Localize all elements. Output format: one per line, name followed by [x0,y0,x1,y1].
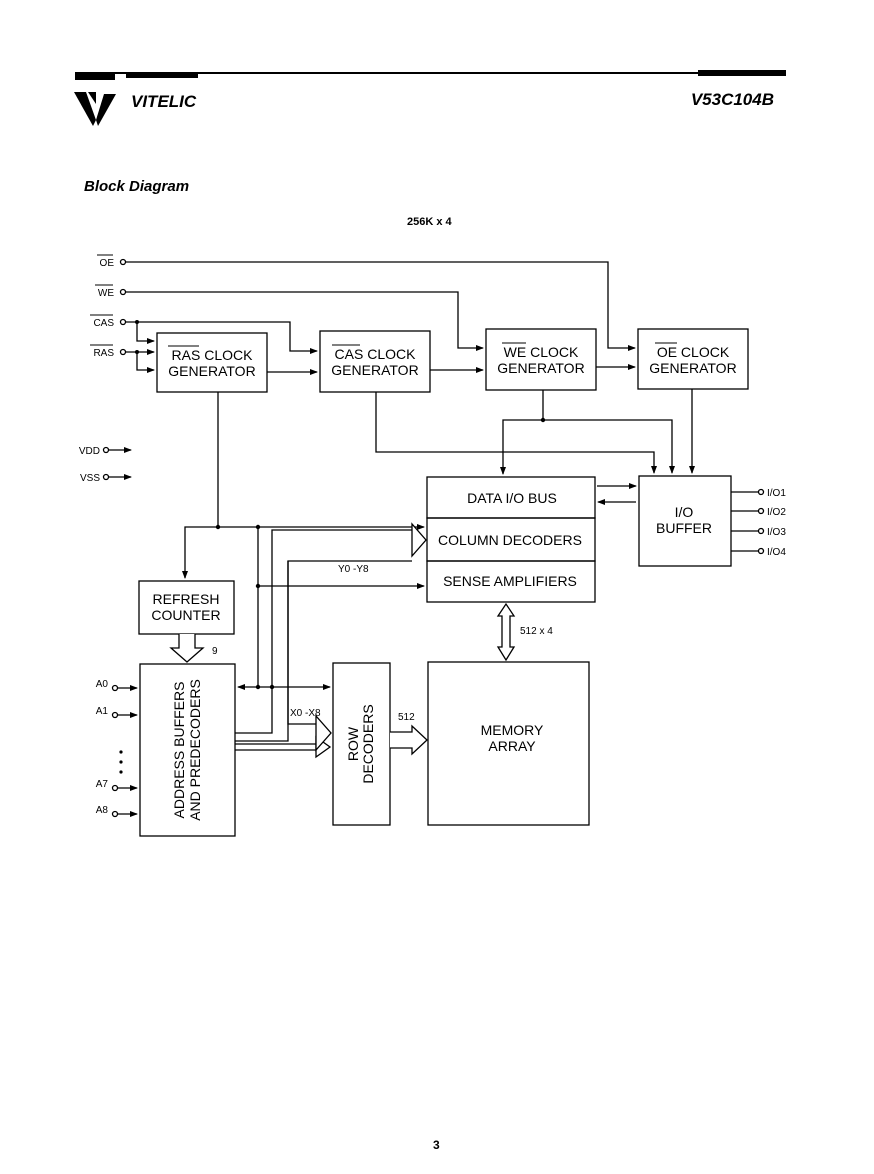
pin-ras: RAS [93,348,114,359]
we-clock-block [485,328,597,391]
memory-array-block [427,661,590,826]
pin-vss: VSS [80,473,100,484]
refresh-width-label: 9 [212,646,218,657]
pin-io3: I/O3 [767,527,786,538]
ras-clock-label-1: RAS CLOCK [172,347,254,363]
pin-io1: I/O1 [767,488,786,499]
io-buffer-label-1: I/O [675,504,694,520]
pin-vdd: VDD [79,446,100,457]
page-title: Block Diagram [84,178,190,195]
oe-clock-block [637,328,749,390]
header-rule-thick-right [698,70,786,76]
io-buffer-block [638,475,732,567]
y-address-label: Y0 -Y8 [338,564,369,575]
we-clock-label-2: GENERATOR [497,360,584,376]
header-rule-thin [75,72,785,74]
memory-array-label-1: MEMORY [481,722,544,738]
pin-we: WE [98,288,114,299]
row-decoders-label-2: DECODERS [360,704,376,783]
overbars [90,254,677,347]
sense-amplifiers-block [426,560,596,603]
brand-name: VITELIC [131,92,197,111]
pin-oe: OE [100,258,115,269]
pin-io2: I/O2 [767,507,786,518]
cas-clock-label-2: GENERATOR [331,362,418,378]
address-buffers-label-1: ADDRESS BUFFERS [171,682,187,819]
refresh-counter-label-2: COUNTER [151,607,220,623]
vitelic-logo [74,92,116,126]
x-address-label: X0 -X8 [290,708,321,719]
page-number: 3 [433,1138,440,1152]
memory-array-label-2: ARRAY [488,738,536,754]
oe-clock-label-1: OE CLOCK [657,344,730,360]
part-number: V53C104B [690,90,774,109]
address-buffers-label-2: AND PREDECODERS [187,679,203,821]
oe-clock-label-2: GENERATOR [649,360,736,376]
diagram-subtitle: 256K x 4 [407,216,452,228]
refresh-counter-label-1: REFRESH [153,591,220,607]
pin-cas: CAS [93,318,114,329]
column-decoders-label: COLUMN DECODERS [438,532,582,548]
ras-clock-label-2: GENERATOR [168,363,255,379]
row-decoders-label-1: ROW [345,726,361,761]
cas-clock-label-1: CAS CLOCK [335,346,417,362]
header-rule-thick-left [75,74,115,80]
ras-clock-block [156,332,268,393]
pin-io4: I/O4 [767,547,786,558]
pin-a0: A0 [96,679,109,690]
we-clock-label-1: WE CLOCK [504,344,579,360]
sense-width-label: 512 x 4 [520,626,553,637]
sense-amplifiers-label: SENSE AMPLIFIERS [443,573,577,589]
pin-a7: A7 [96,779,109,790]
cas-clock-block [319,330,431,393]
pin-a8: A8 [96,805,109,816]
io-buffer-label-2: BUFFER [656,520,712,536]
header-rule-thick-mid [126,74,198,78]
row-width-label: 512 [398,712,415,723]
data-io-bus-label: DATA I/O BUS [467,490,557,506]
junction-dots [119,320,546,774]
pin-a1: A1 [96,706,109,717]
